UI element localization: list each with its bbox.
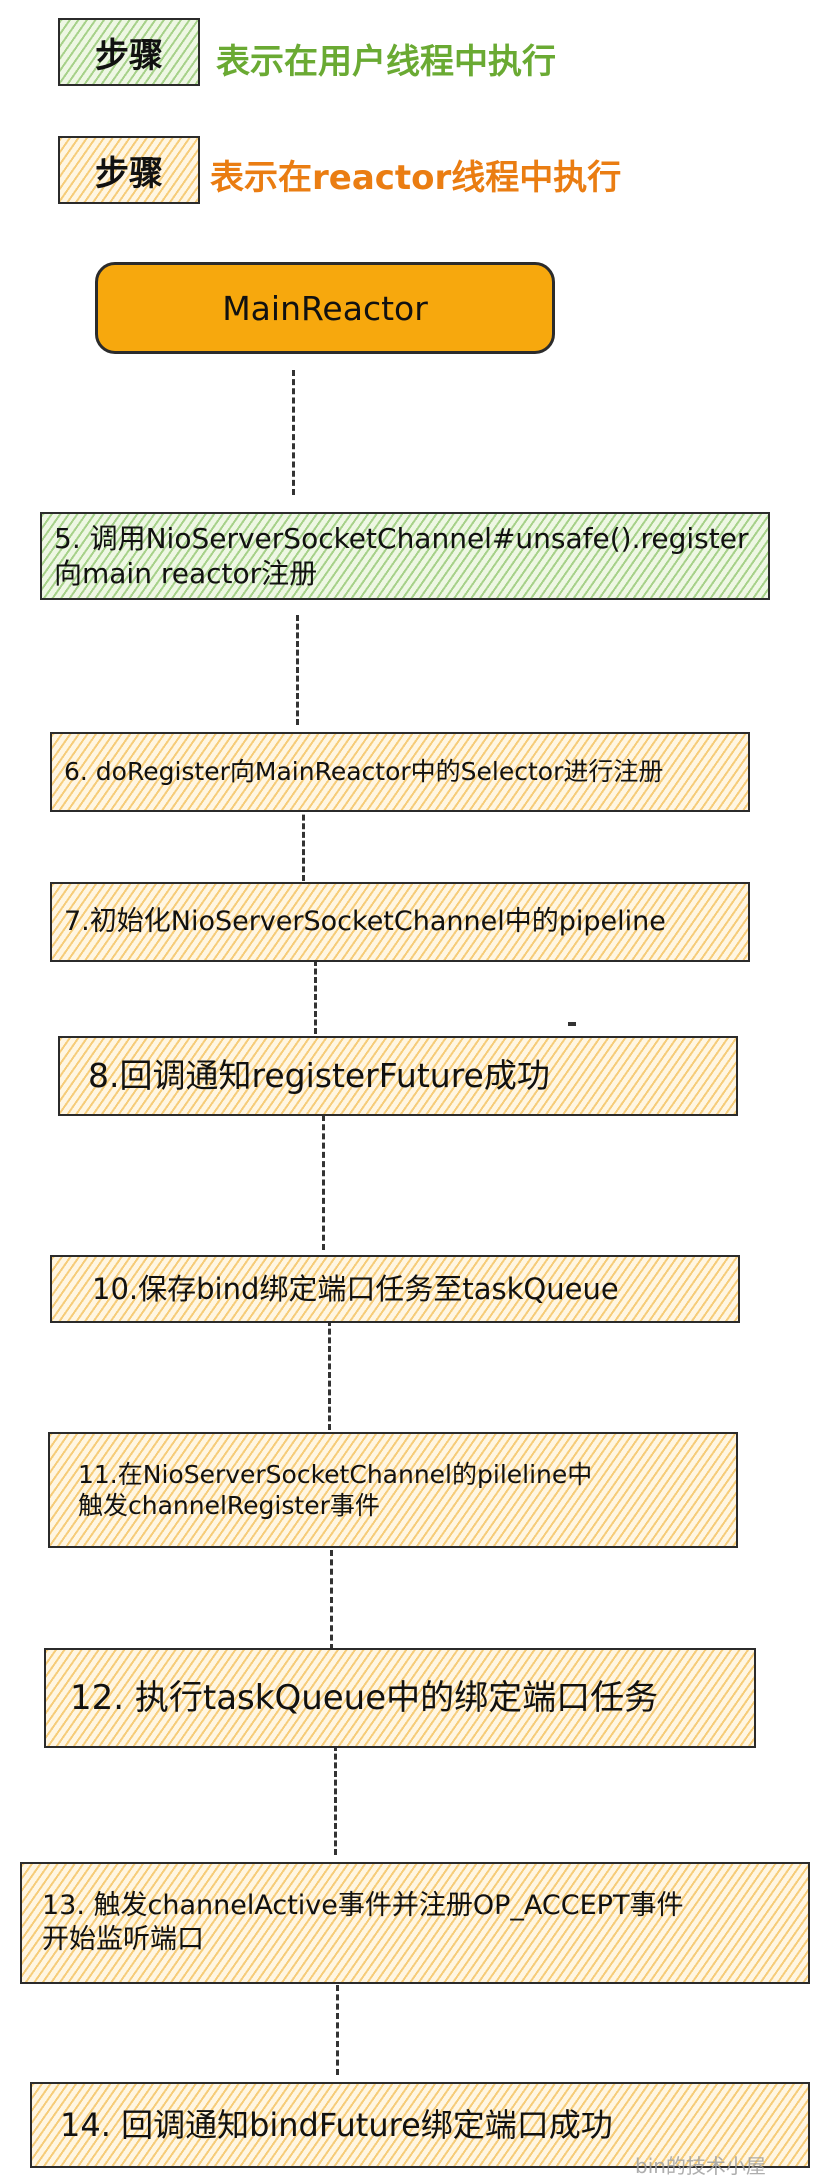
- step-6-text: 6. doRegister向MainReactor中的Selector进行注册: [64, 757, 664, 787]
- step-5-text: 5. 调用NioServerSocketChannel#unsafe().reg…: [54, 522, 749, 590]
- connector-line: [314, 960, 317, 1034]
- step-12-text: 12. 执行taskQueue中的绑定端口任务: [70, 1677, 659, 1718]
- main-reactor-label: MainReactor: [222, 288, 428, 328]
- sketch-mark: [568, 1022, 576, 1026]
- connector-line: [322, 1115, 325, 1250]
- connector-line: [334, 1745, 337, 1855]
- step-8-box: 8.回调通知registerFuture成功: [58, 1036, 738, 1116]
- connector-line: [292, 370, 295, 495]
- legend-text-reactor-thread: 表示在reactor线程中执行: [210, 158, 622, 198]
- legend-chip-reactor-thread: 步骤: [58, 136, 200, 204]
- step-8-text: 8.回调通知registerFuture成功: [88, 1056, 550, 1096]
- step-13-text: 13. 触发channelActive事件并注册OP_ACCEPT事件 开始监听…: [42, 1890, 684, 1955]
- step-10-text: 10.保存bind绑定端口任务至taskQueue: [92, 1271, 619, 1306]
- step-14-text: 14. 回调通知bindFuture绑定端口成功: [60, 2106, 613, 2144]
- legend-chip-label: 步骤: [95, 153, 163, 194]
- step-6-box: 6. doRegister向MainReactor中的Selector进行注册: [50, 732, 750, 812]
- step-7-box: 7.初始化NioServerSocketChannel中的pipeline: [50, 882, 750, 962]
- connector-line: [302, 806, 305, 881]
- step-11-text: 11.在NioServerSocketChannel的pileline中 触发c…: [78, 1459, 593, 1520]
- step-7-text: 7.初始化NioServerSocketChannel中的pipeline: [64, 906, 666, 938]
- step-14-box: 14. 回调通知bindFuture绑定端口成功: [30, 2082, 810, 2168]
- connector-line: [296, 615, 299, 725]
- step-10-box: 10.保存bind绑定端口任务至taskQueue: [50, 1255, 740, 1323]
- step-11-box: 11.在NioServerSocketChannel的pileline中 触发c…: [48, 1432, 738, 1548]
- step-12-box: 12. 执行taskQueue中的绑定端口任务: [44, 1648, 756, 1748]
- connector-line: [330, 1550, 333, 1650]
- legend-chip-user-thread: 步骤: [58, 18, 200, 86]
- connector-line: [336, 1985, 339, 2075]
- legend-text-user-thread: 表示在用户线程中执行: [216, 42, 556, 82]
- main-reactor-node: MainReactor: [95, 262, 555, 354]
- step-5-box: 5. 调用NioServerSocketChannel#unsafe().reg…: [40, 512, 770, 600]
- watermark: bin的技术小屋: [635, 2154, 766, 2178]
- connector-line: [328, 1320, 331, 1430]
- step-13-box: 13. 触发channelActive事件并注册OP_ACCEPT事件 开始监听…: [20, 1862, 810, 1984]
- legend-chip-label: 步骤: [95, 35, 163, 76]
